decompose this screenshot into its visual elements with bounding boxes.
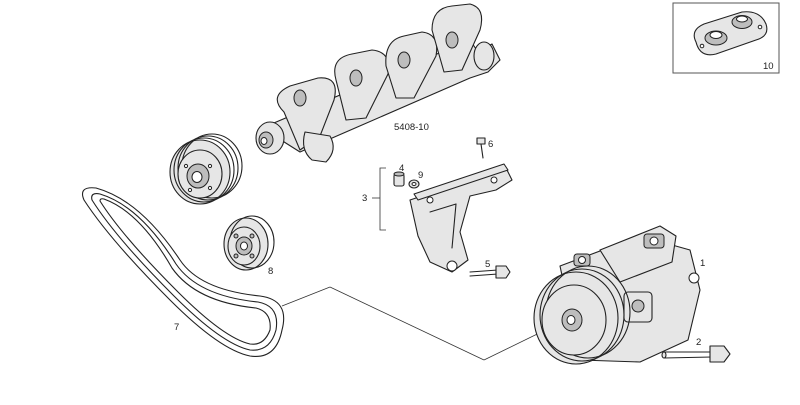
callout-9: 9 bbox=[418, 170, 423, 181]
engine-mount-part-10 bbox=[693, 11, 768, 56]
inset-engine-mount-box: 10 bbox=[672, 2, 780, 74]
belt-routing-lines bbox=[281, 286, 571, 361]
bolt-part-2: 2 bbox=[661, 337, 731, 363]
callout-8: 8 bbox=[268, 266, 273, 277]
drive-belt-part-7: 7 bbox=[81, 187, 285, 358]
bolt-part-6: 6 bbox=[476, 137, 493, 159]
callout-3: 3 bbox=[362, 193, 367, 204]
callout-7: 7 bbox=[174, 322, 179, 333]
callout-2: 2 bbox=[696, 337, 701, 348]
callout-1: 1 bbox=[700, 258, 705, 269]
ac-compressor-part-1: 1 bbox=[533, 225, 705, 365]
callout-6: 6 bbox=[488, 139, 493, 150]
callout-4: 4 bbox=[399, 163, 404, 174]
idler-pulley-part-8: 8 bbox=[223, 215, 275, 277]
sleeve-part-4: 4 bbox=[393, 163, 405, 187]
callout-10: 10 bbox=[763, 61, 774, 72]
crankshaft-pulley bbox=[169, 133, 243, 205]
compressor-bracket-part-3 bbox=[409, 163, 513, 273]
nut-part-9: 9 bbox=[408, 170, 423, 189]
crankshaft: 5408-10 bbox=[255, 3, 501, 163]
bolt-part-5: 5 bbox=[469, 259, 511, 279]
callout-5: 5 bbox=[485, 259, 490, 270]
callout-5408-10: 5408-10 bbox=[394, 122, 429, 133]
